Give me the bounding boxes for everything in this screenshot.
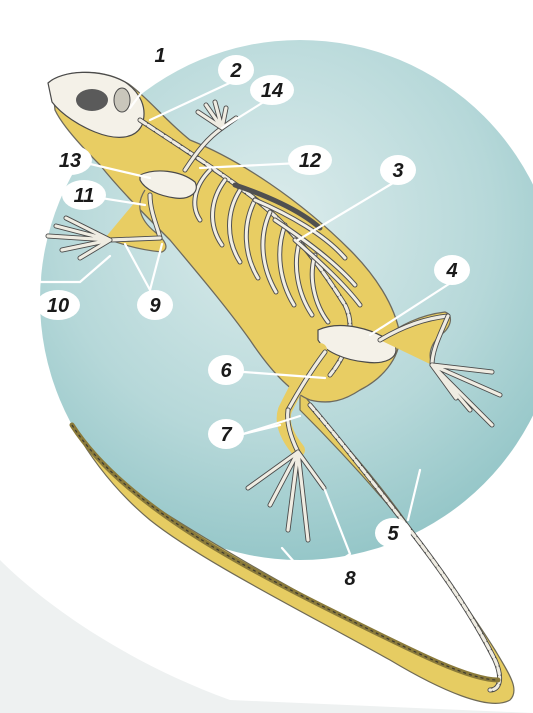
label-4-text: 4 <box>445 260 457 282</box>
label-11: 11 <box>62 180 106 210</box>
label-10-text: 10 <box>47 295 69 317</box>
label-9: 9 <box>137 290 173 320</box>
label-5: 5 <box>375 518 411 548</box>
label-2: 2 <box>218 55 254 85</box>
label-11-text: 11 <box>74 185 95 207</box>
label-6-text: 6 <box>220 360 232 382</box>
label-7: 7 <box>208 419 244 449</box>
label-14-text: 14 <box>261 80 283 102</box>
label-14: 14 <box>250 75 294 105</box>
label-13: 13 <box>48 145 92 175</box>
label-8: 8 <box>332 563 368 593</box>
label-10: 10 <box>36 290 80 320</box>
label-13-text: 13 <box>59 150 81 172</box>
label-2-text: 2 <box>229 60 241 82</box>
label-6: 6 <box>208 355 244 385</box>
label-12-text: 12 <box>299 150 321 172</box>
label-3-text: 3 <box>392 160 403 182</box>
label-1-text: 1 <box>154 45 165 67</box>
label-3: 3 <box>380 155 416 185</box>
label-5-text: 5 <box>387 523 399 545</box>
label-8-text: 8 <box>344 568 356 590</box>
label-9-text: 9 <box>149 295 161 317</box>
label-1: 1 <box>142 40 178 70</box>
label-4: 4 <box>434 255 470 285</box>
label-12: 12 <box>288 145 332 175</box>
label-7-text: 7 <box>220 424 232 446</box>
eye-socket <box>76 89 108 111</box>
